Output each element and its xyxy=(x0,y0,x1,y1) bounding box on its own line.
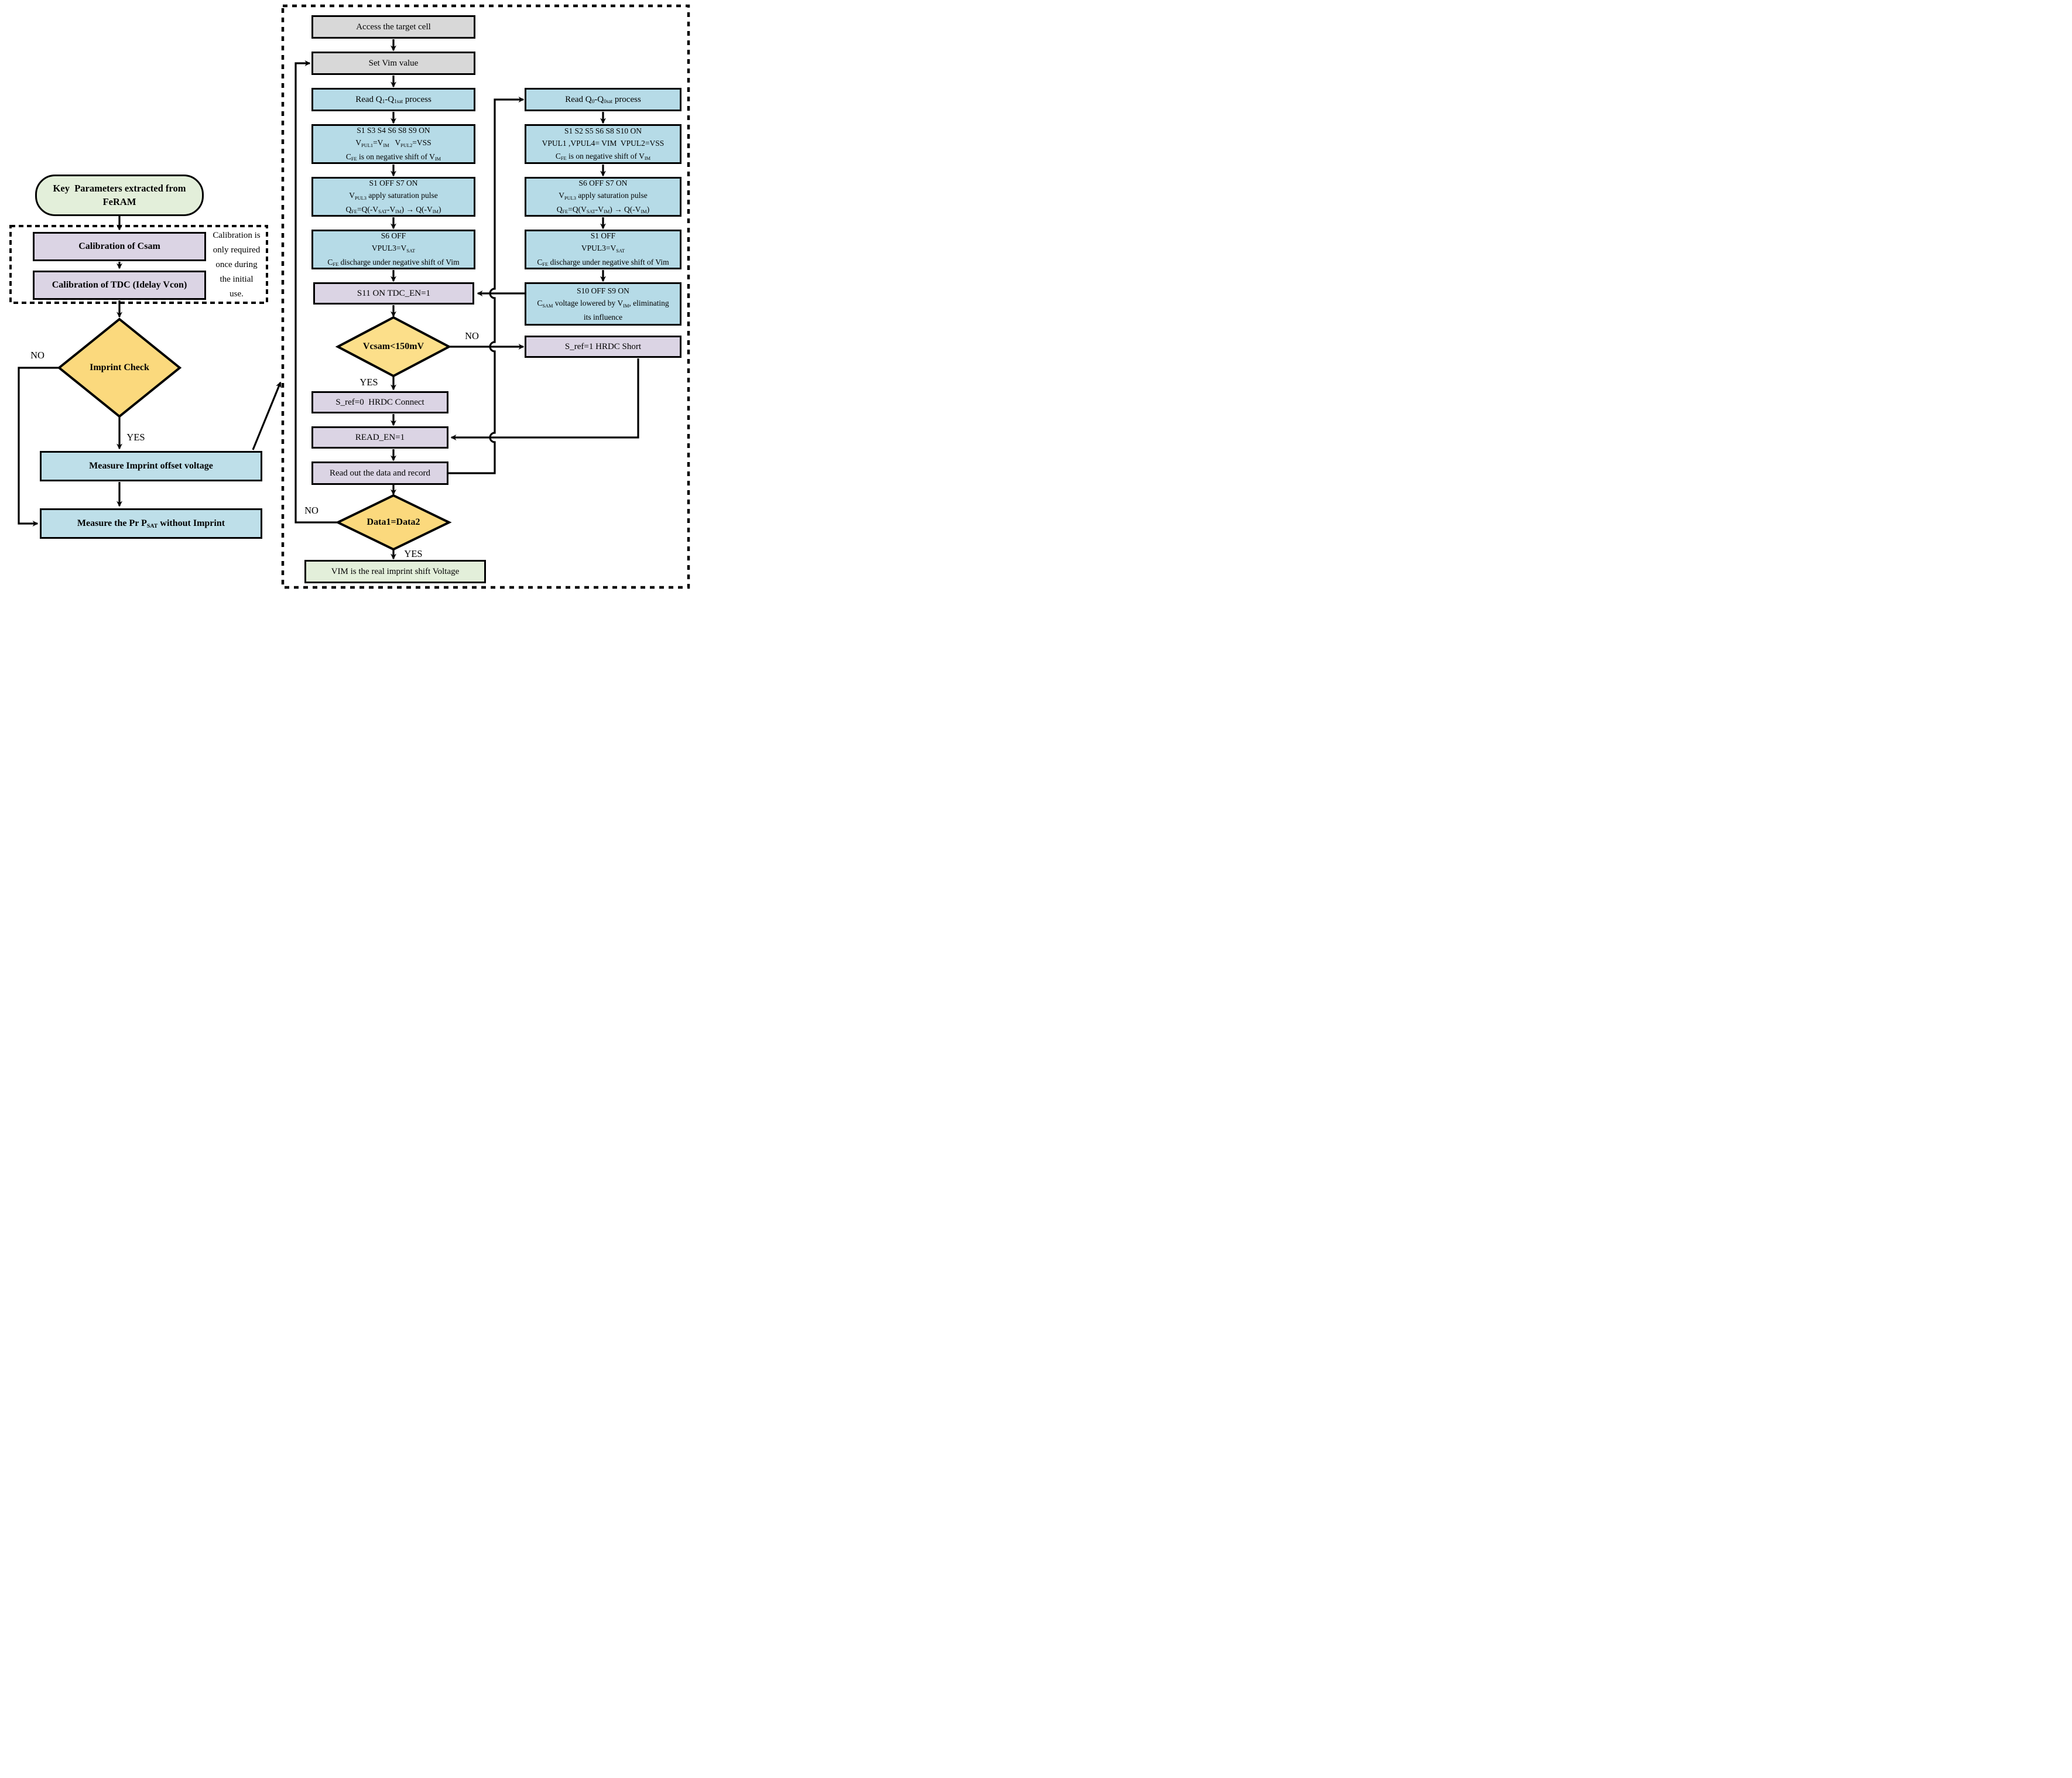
access-cell-box: Access the target cell xyxy=(311,15,475,39)
imprint-check-diamond-label: Imprint Check xyxy=(90,363,149,372)
read-out-record-box: Read out the data and record xyxy=(311,461,448,485)
vcsam-diamond-shape xyxy=(335,316,452,378)
vcsam-diamond-label: Vcsam<150mV xyxy=(362,341,424,351)
connector-layer xyxy=(9,4,690,589)
calibration-csam-box: Calibration of Csam xyxy=(33,232,206,261)
measure-offset-box: Measure Imprint offset voltage xyxy=(40,451,262,481)
label-imprint-no: NO xyxy=(30,350,44,361)
label-vcsam-no: NO xyxy=(465,330,479,341)
label-imprint-yes: YES xyxy=(126,432,145,443)
imprint-check-diamond-shape xyxy=(57,317,182,418)
imprint-procedure-dashed-border xyxy=(281,4,690,589)
data-compare-diamond-label: Data1=Data2 xyxy=(367,517,420,527)
connector-readout-to-readq0-loop xyxy=(448,97,525,474)
connector-sref1-to-readen-loop xyxy=(450,358,639,440)
vim-result-box: VIM is the real imprint shift Voltage xyxy=(304,560,486,583)
set-vim-box: Set Vim value xyxy=(311,52,475,75)
s11-tdc-enable-box: S11 ON TDC_EN=1 xyxy=(313,282,474,305)
calibration-tdc-box: Calibration of TDC (Idelay Vcon) xyxy=(33,271,206,300)
label-data-yes: YES xyxy=(404,548,423,559)
connector-imprint-no-loop xyxy=(18,367,59,526)
read-q0-box: Read Q0-Q0sat process xyxy=(525,88,681,111)
read-q1-box: Read Q1-Q1sat process xyxy=(311,88,475,111)
read-en-box: READ_EN=1 xyxy=(311,426,448,449)
measure-pr-box: Measure the Pr PSAT without Imprint xyxy=(40,508,262,539)
data-compare-diamond-shape xyxy=(335,494,452,551)
label-data-no: NO xyxy=(304,505,318,516)
connector-datacmp-no-to-setvim-loop xyxy=(294,60,337,524)
sref0-hrdc-connect-box: S_ref=0 HRDC Connect xyxy=(311,391,448,413)
connector-offset-to-right-chart xyxy=(252,381,282,450)
calibration-group-dashed-border xyxy=(9,225,268,304)
sref1-hrdc-short-box: S_ref=1 HRDC Short xyxy=(525,336,681,358)
label-vcsam-yes: YES xyxy=(359,377,378,388)
